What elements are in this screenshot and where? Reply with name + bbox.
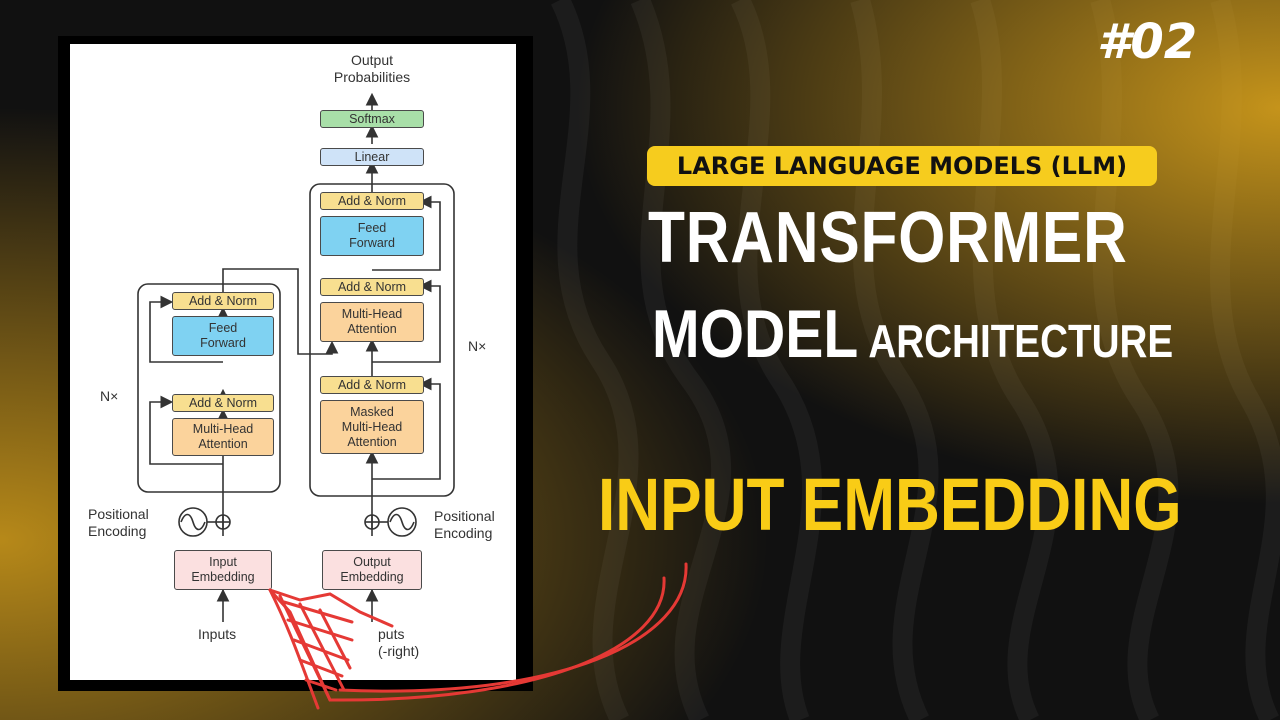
decoder-add-norm-2: Add & Norm — [320, 278, 424, 296]
decoder-nx-label: N× — [468, 338, 487, 354]
diagram-connectors — [137, 92, 455, 622]
inputs-label: Inputs — [198, 626, 237, 642]
title-transformer: TRANSFORMER — [648, 198, 1128, 278]
title-architecture: ARCHITECTURE — [868, 315, 1174, 367]
encoder-add-norm-1: Add & Norm — [172, 394, 274, 412]
linear-block: Linear — [320, 148, 424, 166]
outputs-label: puts(-right) — [378, 626, 420, 659]
decoder-add-norm-1: Add & Norm — [320, 376, 424, 394]
softmax-block: Softmax — [320, 110, 424, 128]
episode-number: #02 — [1097, 14, 1198, 70]
title-model: MODEL — [652, 296, 859, 372]
series-badge: LARGE LANGUAGE MODELS (LLM) — [647, 146, 1157, 186]
encoder-nx-label: N× — [100, 388, 119, 404]
encoder-add-norm-2: Add & Norm — [172, 292, 274, 310]
highlight-input-embedding: INPUT EMBEDDING — [598, 463, 1182, 546]
decoder-add-norm-3: Add & Norm — [320, 192, 424, 210]
